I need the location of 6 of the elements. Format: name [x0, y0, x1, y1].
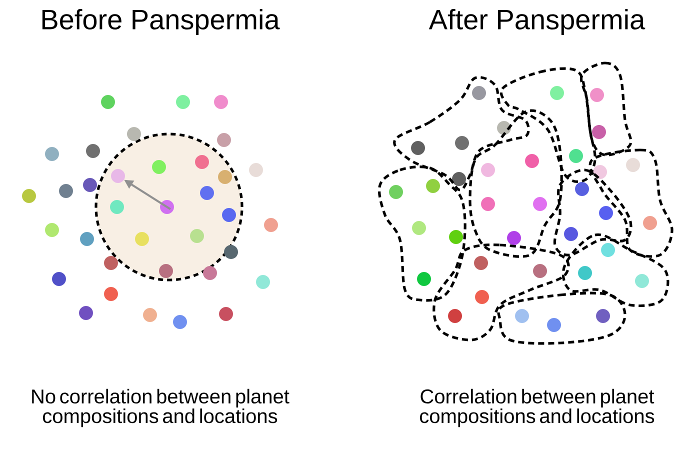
planet-dot	[160, 200, 174, 214]
caption: No correlation between planet compositions and locations	[32, 388, 290, 428]
planet-dot	[111, 169, 125, 183]
heading: After Panspermia	[428, 8, 646, 36]
heading: Before Panspermia	[42, 8, 280, 36]
caption: Correlation between planet compositions and locations	[420, 388, 654, 428]
